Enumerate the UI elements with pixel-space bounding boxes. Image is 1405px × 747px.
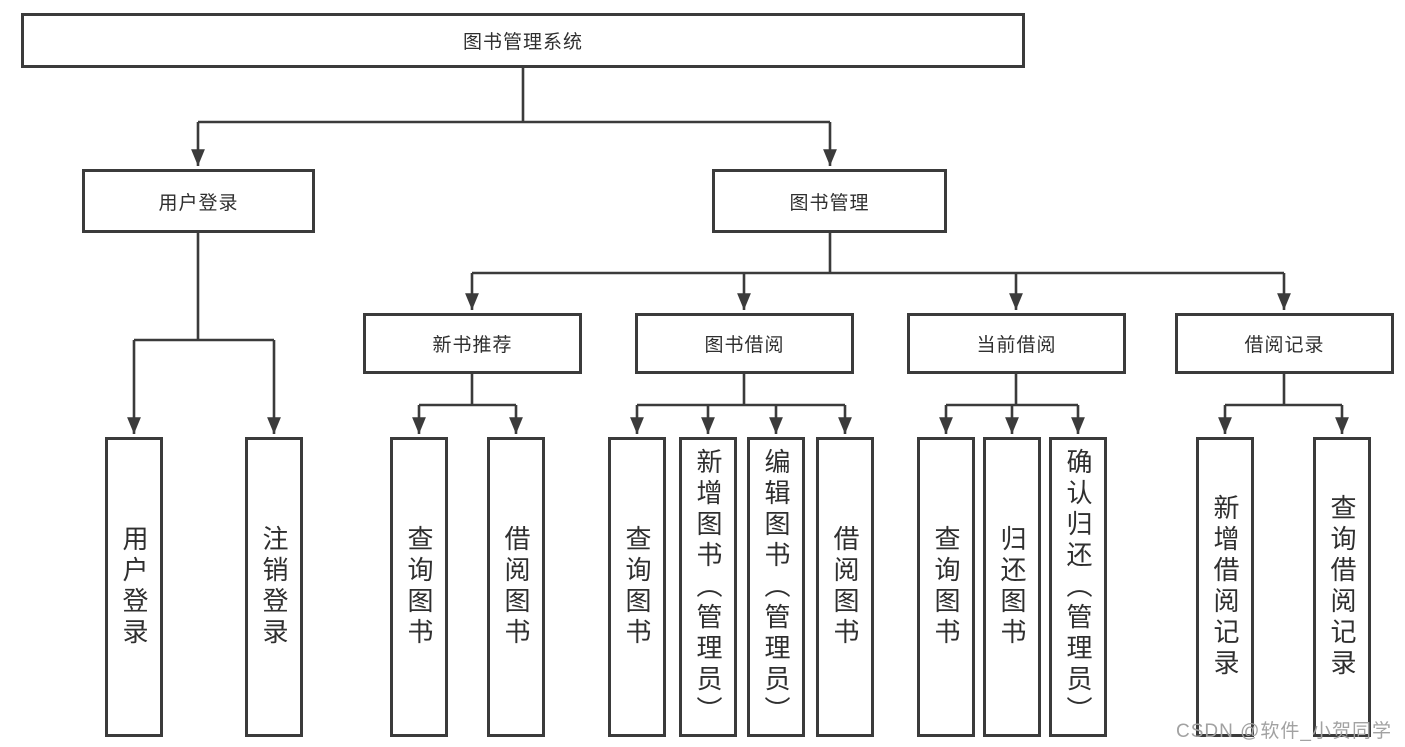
leaf-query-books-recommend: 查询图书 [390,437,448,737]
leaf-query-borrow-record: 查询借阅记录 [1313,437,1371,737]
leaf-edit-books-admin: 编辑图书（管理员） [747,437,805,737]
node-new-book-recommend: 新书推荐 [363,313,582,374]
leaf-confirm-return-admin: 确认归还（管理员） [1049,437,1107,737]
node-current-borrowing: 当前借阅 [907,313,1126,374]
node-book-management-module: 图书管理 [712,169,947,233]
node-user-login-module: 用户登录 [82,169,315,233]
node-root-system: 图书管理系统 [21,13,1025,68]
leaf-add-borrow-record: 新增借阅记录 [1196,437,1254,737]
leaf-return-books: 归还图书 [983,437,1041,737]
node-borrow-records: 借阅记录 [1175,313,1394,374]
node-book-borrowing: 图书借阅 [635,313,854,374]
leaf-borrow-books-borrowing: 借阅图书 [816,437,874,737]
leaf-user-login: 用户登录 [105,437,163,737]
leaf-logout: 注销登录 [245,437,303,737]
leaf-borrow-books-recommend: 借阅图书 [487,437,545,737]
leaf-add-books-admin: 新增图书（管理员） [679,437,737,737]
leaf-query-books-current: 查询图书 [917,437,975,737]
csdn-watermark: CSDN @软件_小贺同学 [1176,721,1392,742]
leaf-query-books-borrowing: 查询图书 [608,437,666,737]
